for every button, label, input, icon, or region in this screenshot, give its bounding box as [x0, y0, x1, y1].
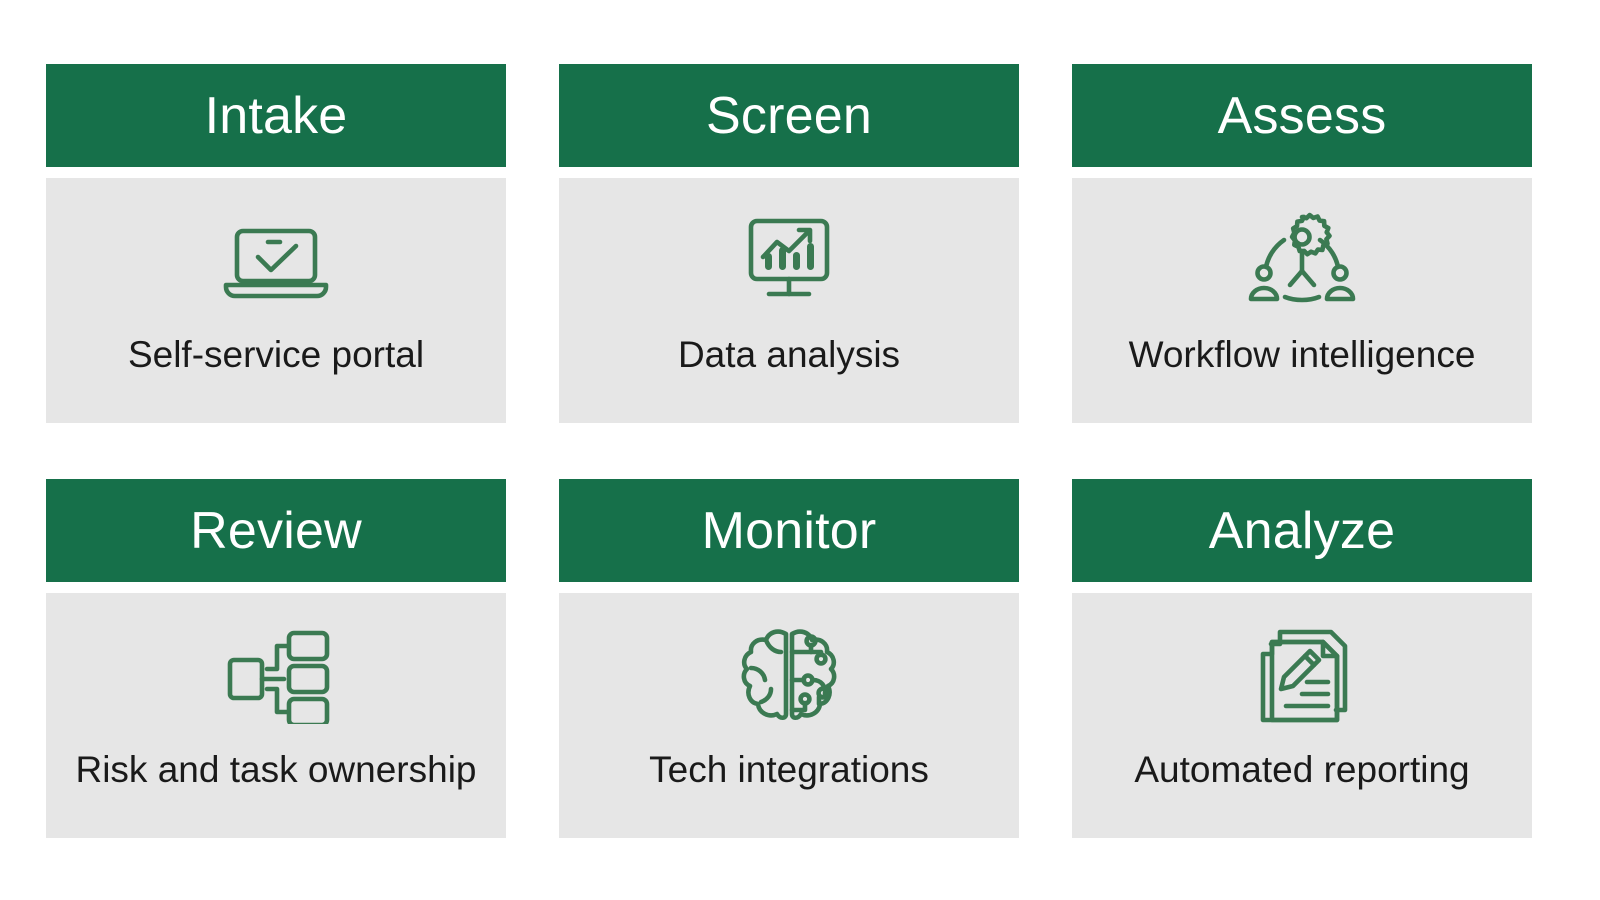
card-header-analyze: Analyze — [1072, 479, 1532, 582]
card-header-assess: Assess — [1072, 64, 1532, 167]
card-title-analyze: Analyze — [1208, 501, 1396, 560]
card-title-intake: Intake — [204, 86, 348, 145]
card-caption-screen: Data analysis — [677, 334, 901, 375]
card-monitor[interactable]: Monitor — [559, 479, 1019, 838]
card-body-screen: Data analysis — [559, 178, 1019, 423]
card-body-monitor: Tech integrations — [559, 593, 1019, 838]
card-title-review: Review — [190, 501, 362, 560]
card-analyze[interactable]: Analyze — [1072, 479, 1532, 838]
card-review[interactable]: Review Risk and task ownership — [46, 479, 506, 838]
card-caption-review: Risk and task ownership — [75, 749, 477, 790]
org-hierarchy-icon — [212, 620, 340, 728]
card-header-monitor: Monitor — [559, 479, 1019, 582]
card-title-screen: Screen — [706, 86, 872, 145]
laptop-check-icon — [212, 205, 340, 313]
card-caption-monitor: Tech integrations — [649, 749, 929, 790]
card-body-analyze: Automated reporting — [1072, 593, 1532, 838]
brain-circuit-icon — [725, 620, 853, 728]
card-header-intake: Intake — [46, 64, 506, 167]
card-screen[interactable]: Screen Data analysis — [559, 64, 1019, 423]
card-title-assess: Assess — [1217, 86, 1387, 145]
card-caption-analyze: Automated reporting — [1134, 749, 1470, 790]
card-caption-intake: Self-service portal — [127, 334, 425, 375]
card-intake[interactable]: Intake Self-service portal — [46, 64, 506, 423]
card-header-review: Review — [46, 479, 506, 582]
card-caption-assess: Workflow intelligence — [1128, 334, 1476, 375]
card-body-intake: Self-service portal — [46, 178, 506, 423]
card-body-review: Risk and task ownership — [46, 593, 506, 838]
monitor-chart-growth-icon — [725, 205, 853, 313]
documents-pencil-icon — [1238, 620, 1366, 728]
card-assess[interactable]: Assess — [1072, 64, 1532, 423]
people-gear-network-icon — [1238, 205, 1366, 313]
card-title-monitor: Monitor — [701, 501, 877, 560]
card-body-assess: Workflow intelligence — [1072, 178, 1532, 423]
card-header-screen: Screen — [559, 64, 1019, 167]
